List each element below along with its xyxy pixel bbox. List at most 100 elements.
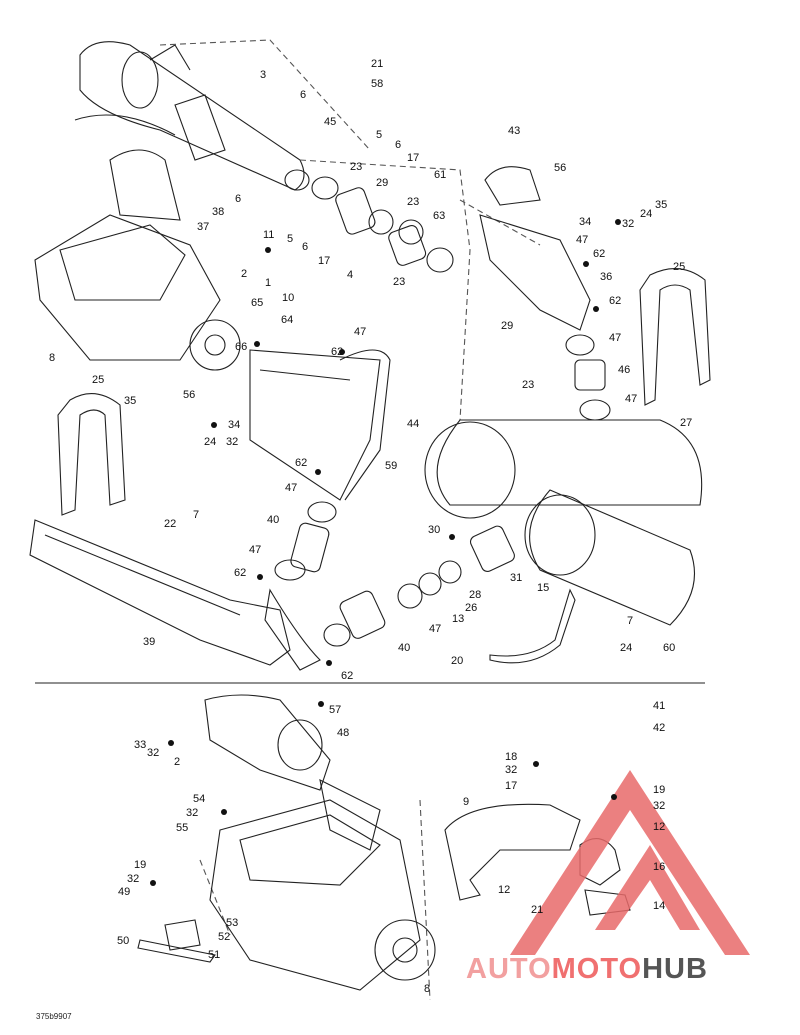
- callout: 35: [124, 395, 137, 407]
- callout: 30: [428, 524, 441, 536]
- callout: 37: [197, 221, 210, 233]
- callout: 62: [234, 567, 247, 579]
- watermark-hub: HUB: [642, 953, 708, 985]
- callout: 62: [609, 295, 622, 307]
- callout: 34: [579, 216, 592, 228]
- callout: 31: [510, 572, 523, 584]
- callout: 20: [451, 655, 464, 667]
- callout: 2: [241, 268, 248, 280]
- callout: 32: [147, 747, 160, 759]
- callout: 32: [226, 436, 239, 448]
- callout: 47: [625, 393, 638, 405]
- callout: 23: [407, 196, 420, 208]
- callout: 1: [265, 277, 272, 289]
- callout: 5: [376, 129, 383, 141]
- callout: 16: [653, 861, 666, 873]
- callout: 63: [433, 210, 446, 222]
- resonator-39: [29, 519, 291, 666]
- callout: 59: [385, 460, 398, 472]
- callout: 47: [249, 544, 262, 556]
- callout: 6: [302, 241, 309, 253]
- callout: 19: [134, 859, 147, 871]
- callout: 55: [176, 822, 189, 834]
- callout: 56: [183, 389, 196, 401]
- callout: 44: [407, 418, 420, 430]
- engine-8-lower: [209, 799, 421, 991]
- callout: 45: [324, 116, 337, 128]
- callout: 14: [653, 900, 666, 912]
- callout: 49: [118, 886, 131, 898]
- callout: 22: [164, 518, 177, 530]
- callout: 48: [337, 727, 350, 739]
- callout: 29: [376, 177, 389, 189]
- callout: 35: [655, 199, 668, 211]
- callout: 58: [371, 78, 384, 90]
- callout: 32: [622, 218, 635, 230]
- callout: 29: [501, 320, 514, 332]
- callout: 32: [505, 764, 518, 776]
- callout: 52: [218, 931, 231, 943]
- callout: 9: [463, 796, 470, 808]
- callout: 24: [204, 436, 217, 448]
- callout: 43: [508, 125, 521, 137]
- callout: 46: [618, 364, 631, 376]
- callout: 65: [251, 297, 264, 309]
- callout: 7: [193, 509, 200, 521]
- callout: 41: [653, 700, 666, 712]
- callout: 6: [235, 193, 242, 205]
- muffler-60: [529, 489, 696, 626]
- callout: 23: [522, 379, 535, 391]
- callout: 32: [186, 807, 199, 819]
- callout: 47: [354, 326, 367, 338]
- callout: 62: [331, 346, 344, 358]
- callout: 60: [663, 642, 676, 654]
- callout: 27: [680, 417, 693, 429]
- callout: 57: [329, 704, 342, 716]
- sealant-drops: [150, 219, 621, 886]
- callout: 50: [117, 935, 130, 947]
- callout: 62: [341, 670, 354, 682]
- callout: 23: [393, 276, 406, 288]
- callout: 7: [627, 615, 634, 627]
- callout: 5: [287, 233, 294, 245]
- drawing-code: 375b9907: [36, 1012, 72, 1021]
- muffler-27: [436, 419, 703, 506]
- callout: 17: [407, 152, 420, 164]
- callout: 51: [208, 949, 221, 961]
- expansion-chamber-3: [79, 41, 305, 191]
- callout: 66: [235, 341, 248, 353]
- watermark-logo: [510, 770, 750, 955]
- callout: 39: [143, 636, 156, 648]
- callout: 47: [576, 234, 589, 246]
- callout: 47: [609, 332, 622, 344]
- callout: 4: [347, 269, 354, 281]
- callout: 17: [318, 255, 331, 267]
- pipe-44: [249, 349, 381, 501]
- watermark-moto: MOTO: [551, 953, 643, 985]
- callout: 8: [49, 352, 56, 364]
- callout: 42: [653, 722, 666, 734]
- callout: 3: [260, 69, 267, 81]
- callout: 6: [395, 139, 402, 151]
- callout: 40: [398, 642, 411, 654]
- callout: 25: [673, 261, 686, 273]
- callout: 36: [600, 271, 613, 283]
- callout: 56: [554, 162, 567, 174]
- callout: 61: [434, 169, 447, 181]
- callout: 19: [653, 784, 666, 796]
- callout: 62: [593, 248, 606, 260]
- callout: 62: [295, 457, 308, 469]
- callout: 24: [640, 208, 653, 220]
- watermark-auto: AUTO: [466, 953, 552, 985]
- callout: 64: [281, 314, 294, 326]
- callout: 33: [134, 739, 147, 751]
- callout: 23: [350, 161, 363, 173]
- callout: 10: [282, 292, 295, 304]
- callout: 40: [267, 514, 280, 526]
- callout: 21: [531, 904, 544, 916]
- callout: 32: [127, 873, 140, 885]
- callout: 12: [498, 884, 511, 896]
- callout: 13: [452, 613, 465, 625]
- callout: 26: [465, 602, 478, 614]
